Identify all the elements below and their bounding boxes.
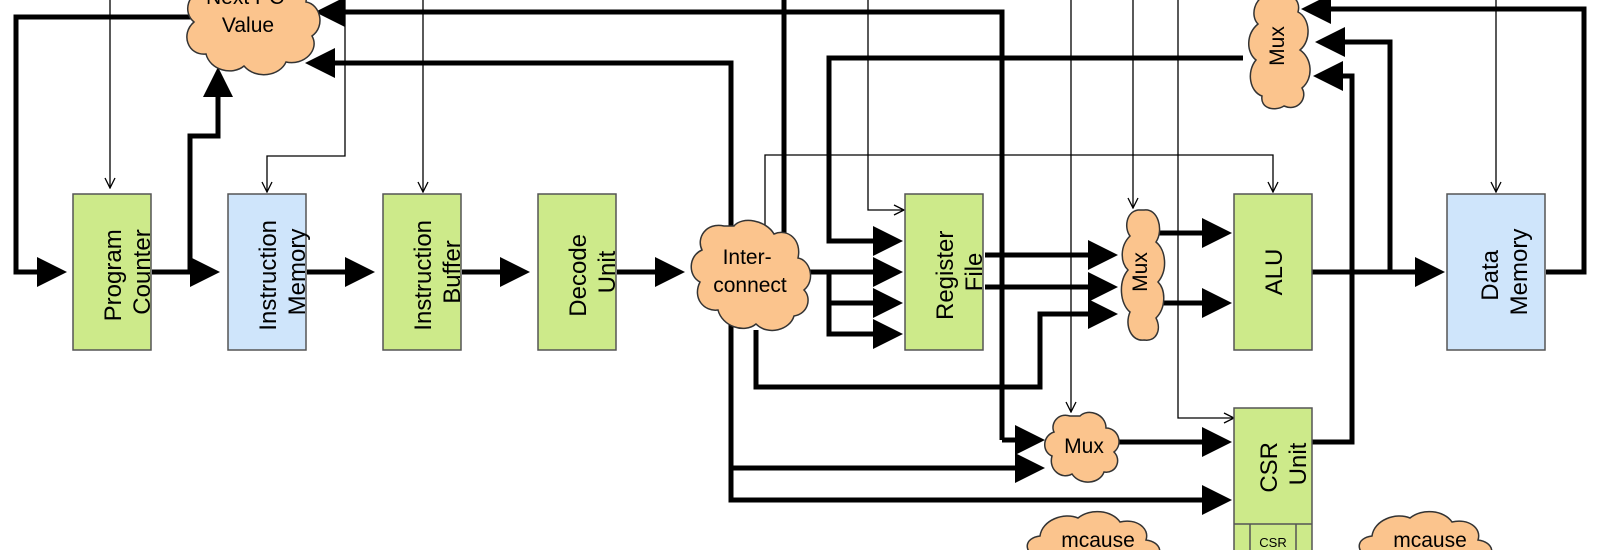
nextpc-to-pc-line (13, 14, 195, 287)
csr-control-line (1177, 0, 1234, 418)
decode-label-1: Decode (565, 234, 592, 317)
top-mux-cloud: Mux (1248, 0, 1311, 110)
interconnect-label-1: Inter- (723, 246, 772, 269)
pc-to-nextpc-line (187, 67, 233, 272)
regfile-mux-label: Mux (1129, 252, 1152, 292)
ic-to-csr-line (728, 318, 1232, 515)
decode-unit-block: Decode Unit (537, 193, 621, 351)
csr-sub-label: CSR (1259, 535, 1286, 550)
csr-label-2: Unit (1285, 442, 1312, 485)
instruction-buffer-block: Instruction Buffer (382, 193, 466, 351)
regfile-control-line (867, 0, 904, 210)
csr-label-1: CSR (1256, 442, 1283, 493)
svg-text:ALU: ALU (1261, 249, 1288, 296)
alu-control-line (764, 154, 1273, 255)
mcause-right-label: mcause (1393, 529, 1467, 550)
next-pc-cloud: Next PC Value (186, 0, 321, 76)
svg-text:Program Counter: Program Counter (100, 223, 156, 322)
csr-to-topmux-line (1312, 61, 1355, 445)
svg-text:Register File: Register File (932, 224, 988, 320)
register-file-block: Register File (904, 193, 988, 351)
interconnect-cloud: Inter- connect (690, 219, 812, 332)
instruction-memory-block: Instruction Memory (227, 193, 311, 351)
dmem-label-2: Memory (1506, 229, 1533, 316)
ibuf-label-2: Buffer (439, 240, 466, 304)
svg-text:CSR Unit: CSR Unit (1256, 435, 1312, 492)
pc-label-1: Program (100, 229, 127, 321)
imem-label-2: Memory (284, 229, 311, 316)
ic-to-rf-line-4 (826, 303, 903, 349)
control-lines (110, 0, 1496, 418)
csr-mux-cloud: Mux (1044, 411, 1120, 483)
data-lines (13, 0, 1587, 515)
pc-label-2: Counter (129, 229, 156, 314)
svg-text:Data Memory: Data Memory (1477, 229, 1533, 316)
svg-text:Next PC Value: Next PC Value (206, 0, 290, 37)
svg-text:Instruction Buffer: Instruction Buffer (410, 213, 466, 330)
top-mux-label: Mux (1266, 26, 1289, 66)
ibuf-label-1: Instruction (410, 220, 437, 331)
csr-mux-label: Mux (1064, 435, 1104, 458)
alu-to-topmux-line (1315, 27, 1393, 272)
imm-to-mux-line (753, 299, 1118, 390)
svg-text:Decode Unit: Decode Unit (565, 227, 621, 316)
dmem-label-1: Data (1477, 249, 1504, 300)
alu-block: ALU (1233, 193, 1313, 351)
dmem-to-topmux-line (1301, 0, 1587, 275)
svg-text:Instruction Memory: Instruction Memory (255, 213, 311, 330)
interconnect-label-2: connect (713, 274, 787, 297)
mcause-left-label: mcause (1061, 529, 1135, 550)
rf-label-1: Register (932, 231, 959, 320)
ic-to-rf-line-3 (826, 272, 903, 318)
mcause-right-cloud: mcause (1358, 510, 1493, 550)
nextpc-label-1: Next PC (206, 0, 284, 9)
nextpc-label-2: Value (222, 14, 274, 37)
csr-unit-block: CSR Unit CSR (1233, 407, 1313, 550)
rf-label-2: File (961, 253, 988, 292)
mcause-left-cloud: mcause (1026, 510, 1161, 550)
svg-text:Inter- connect: Inter- connect (713, 246, 787, 297)
regfile-mux-cloud: Mux (1120, 209, 1166, 341)
program-counter-block: Program Counter (72, 193, 156, 351)
imem-control-line (267, 0, 346, 192)
alu-label: ALU (1261, 249, 1288, 296)
csrmux-to-nextpc-line (315, 0, 1005, 440)
interconnect-to-nextpc-line (305, 48, 734, 230)
data-memory-block: Data Memory (1446, 193, 1546, 351)
wb-to-rf-line (826, 55, 1243, 256)
imem-label-1: Instruction (255, 220, 282, 331)
decode-label-2: Unit (594, 250, 621, 293)
